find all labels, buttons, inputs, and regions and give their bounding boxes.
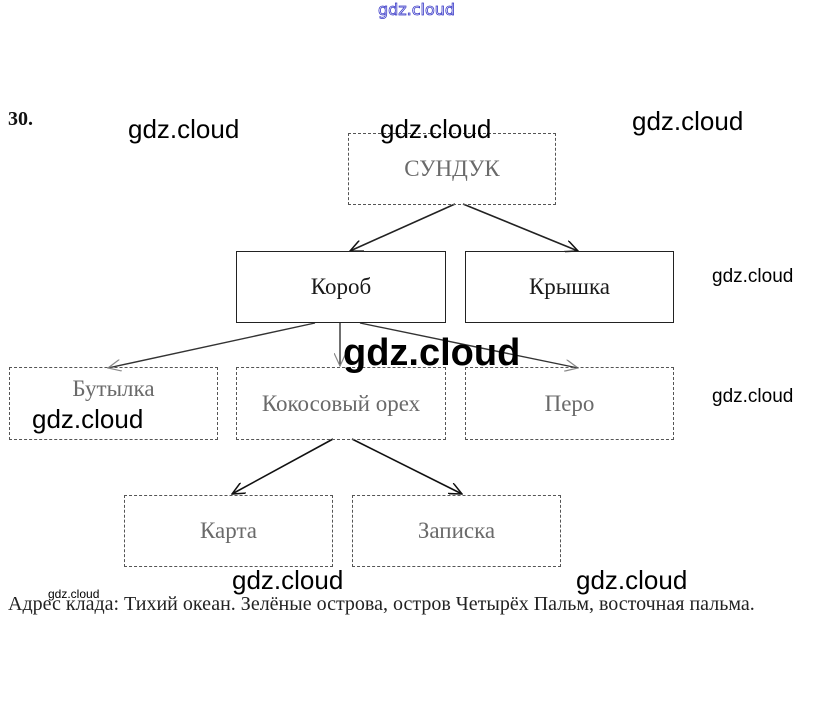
edge-box-feather (359, 322, 578, 368)
node-note: Записка (352, 495, 561, 567)
edge-chest-lid (462, 203, 578, 251)
node-bottle: Бутылка (9, 367, 218, 440)
node-label: Крышка (528, 274, 611, 299)
node-chest: СУНДУК (348, 133, 556, 205)
edge-box-bottle (108, 322, 316, 368)
watermark: gdz.cloud (343, 332, 521, 374)
task-number: 30. (8, 108, 33, 130)
node-coconut: Кокосовый орех (236, 367, 446, 440)
edge-coconut-note (351, 438, 462, 494)
watermark: gdz.cloud (32, 404, 144, 434)
node-lid: Крышка (465, 251, 674, 323)
watermark: gdz.cloud (128, 114, 240, 144)
treasure-address-text: Адрес клада: Тихий океан. Зелёные остров… (8, 593, 755, 615)
edge-coconut-map (232, 438, 334, 494)
node-map: Карта (124, 495, 333, 567)
edge-chest-box (350, 203, 456, 251)
node-label: Перо (544, 390, 595, 416)
watermark: gdz.cloud (576, 565, 688, 595)
watermark: gdz.cloud (712, 386, 794, 407)
node-label: Записка (417, 518, 496, 543)
watermark: gdz.cloud (632, 106, 744, 136)
site-watermark-link[interactable]: gdz.cloud (377, 0, 456, 19)
watermark: gdz.cloud (712, 266, 794, 287)
node-label: Короб (310, 274, 372, 299)
node-label: СУНДУК (404, 156, 500, 181)
node-label: Бутылка (72, 376, 155, 401)
watermark: gdz.cloud (380, 114, 492, 144)
watermark: gdz.cloud (232, 565, 344, 595)
node-feather: Перо (465, 367, 674, 440)
node-label: Карта (200, 518, 257, 543)
node-label: Кокосовый орех (261, 390, 421, 416)
node-box: Короб (236, 251, 446, 323)
watermark: gdz.cloud (48, 587, 100, 601)
